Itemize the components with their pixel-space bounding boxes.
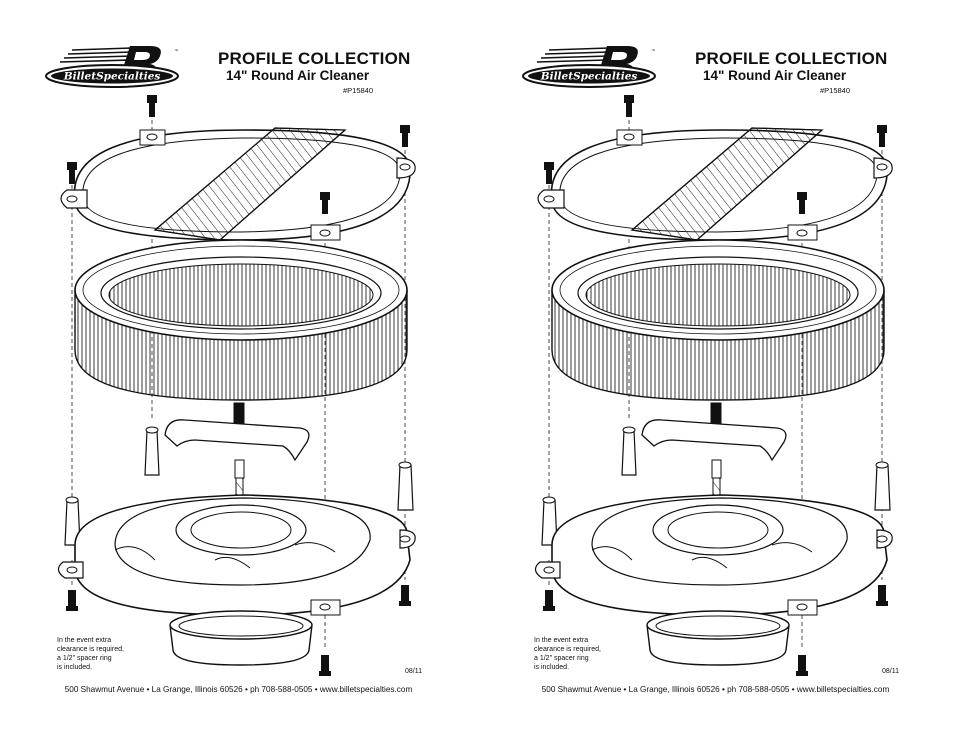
base-bolts [66,585,411,676]
page-subtitle: 14" Round Air Cleaner [226,68,370,83]
part-number: #P15840 [820,86,851,95]
logo-text: BilletSpecialties [63,71,161,83]
part-number: #P15840 [343,86,374,95]
exploded-assembly-diagram [57,95,416,676]
base-bolts [543,585,888,676]
revision-date: 08/11 [405,668,422,675]
air-cleaner-lid [60,127,416,241]
revision-date: 08/11 [882,668,899,675]
page-subtitle: 14" Round Air Cleaner [703,68,847,83]
instruction-page-left: BilletSpecialties ™ PROFILE COLLECTION 1… [45,46,422,694]
note-line: a 1/2" spacer ring [57,655,112,662]
lid-bolts [544,95,887,214]
address-footer: 500 Shawmut Avenue • La Grange, Illinois… [541,685,890,694]
air-cleaner-base [57,494,416,616]
page-title: PROFILE COLLECTION [695,49,888,68]
address-footer: 500 Shawmut Avenue • La Grange, Illinois… [64,685,413,694]
air-cleaner-base [534,494,893,616]
billet-specialties-logo: BilletSpecialties ™ [522,46,656,88]
logo-text: BilletSpecialties [540,71,638,83]
instruction-page-right: BilletSpecialties ™ PROFILE COLLECTION 1… [477,0,954,738]
note-line: In the event extra [57,637,112,644]
spacer-note: In the event extra clearance is required… [57,636,147,672]
exploded-assembly-diagram [534,95,893,676]
svg-text:™: ™ [174,48,178,53]
spacer-ring [169,610,313,666]
note-line: clearance is required, [57,646,124,653]
spacer-ring [646,610,790,666]
note-line: a 1/2" spacer ring [534,655,589,662]
filter-element [74,239,408,401]
air-cleaner-lid [537,127,893,241]
page-title: PROFILE COLLECTION [218,49,411,68]
note-line: is included. [534,664,570,671]
spacer-note: In the event extra clearance is required… [534,636,624,672]
note-line: is included. [57,664,93,671]
filter-element [551,239,885,401]
svg-text:™: ™ [651,48,655,53]
billet-specialties-logo: BilletSpecialties ™ [45,46,179,88]
lid-bolts [67,95,410,214]
note-line: clearance is required, [534,646,601,653]
note-line: In the event extra [534,637,589,644]
